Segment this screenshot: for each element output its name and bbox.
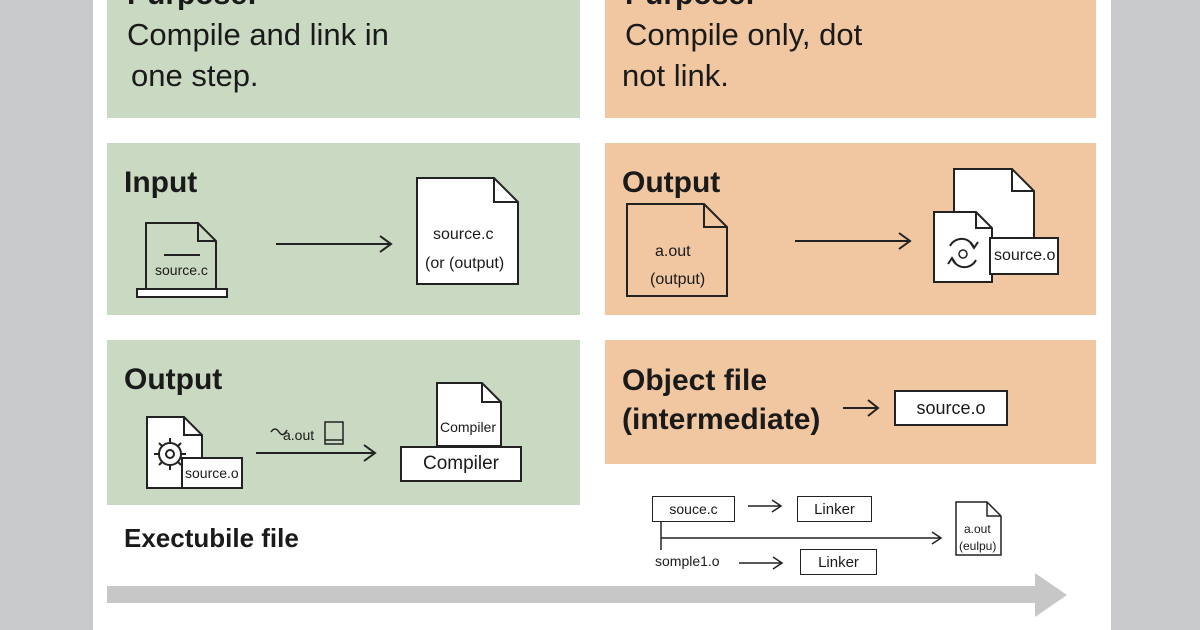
- aout-arrow-label: a.out: [283, 427, 315, 443]
- link-merge-arrow: [660, 522, 943, 550]
- left-purpose-line-2: one step.: [131, 58, 259, 93]
- object-box: source.o: [894, 390, 1008, 426]
- link-result-line-1: a.out: [964, 522, 991, 536]
- object-file-stack-icon: [933, 168, 1059, 283]
- compiler-box: Compiler: [400, 446, 522, 482]
- link-arrow-1: [748, 499, 783, 513]
- object-file-label: source.o: [994, 247, 1056, 264]
- left-purpose-heading: Purpose:: [127, 0, 257, 12]
- link-source-box: souce.c: [652, 496, 735, 522]
- left-purpose-panel: [107, 0, 580, 118]
- aout-file-line-1: a.out: [655, 243, 691, 260]
- link-result-file-icon: [955, 501, 1002, 556]
- link-arrow-2: [739, 556, 784, 570]
- compile-arrow: [256, 444, 377, 462]
- target-document-line-2: (or (output): [425, 255, 505, 272]
- small-file-icon: [324, 421, 344, 445]
- right-object-panel: [605, 340, 1096, 464]
- squiggle-mark-icon: [270, 428, 288, 436]
- source-file-label: source.c: [155, 262, 208, 278]
- right-output-arrow: [795, 232, 912, 250]
- object-arrow: [843, 399, 880, 417]
- compiler-document-icon: [436, 382, 502, 447]
- link-source-2-label: somple1.o: [655, 553, 720, 569]
- target-document-line-1: source.c: [433, 226, 494, 243]
- linker-box-2: Linker: [800, 549, 877, 575]
- right-purpose-panel: [605, 0, 1096, 118]
- target-document-icon: [416, 177, 519, 285]
- compiler-document-label: Compiler: [440, 419, 497, 435]
- aout-file-icon: [626, 203, 728, 297]
- object-heading-line-1: Object file: [622, 364, 768, 397]
- left-output-heading: Output: [124, 363, 223, 396]
- link-result-line-2: (eulpu): [959, 539, 997, 553]
- right-output-heading: Output: [622, 166, 721, 199]
- left-input-heading: Input: [124, 166, 198, 199]
- executable-heading: Exectubile file: [124, 523, 299, 553]
- linker-box-1: Linker: [797, 496, 872, 522]
- process-flow-arrow: [107, 573, 1067, 617]
- right-purpose-line-2: not link.: [622, 58, 729, 93]
- gear-document-icon: [146, 416, 243, 489]
- left-purpose-line-1: Compile and link in: [127, 17, 389, 52]
- aout-file-line-2: (output): [650, 271, 706, 288]
- right-purpose-line-1: Compile only, dot: [625, 17, 863, 52]
- object-heading-line-2: (intermediate): [622, 403, 821, 436]
- source-file-icon: [136, 222, 228, 298]
- gear-document-label: source.o: [185, 465, 239, 481]
- right-purpose-heading: Purpose:: [625, 0, 755, 12]
- input-arrow: [276, 235, 393, 253]
